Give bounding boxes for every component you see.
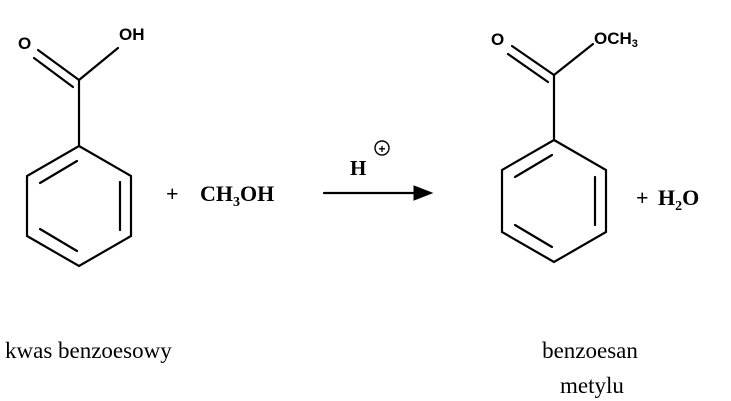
product-name-line2: metylu xyxy=(560,373,624,398)
methanol-tail: OH xyxy=(240,181,274,206)
water-base: H xyxy=(658,185,675,210)
methanol-reagent: + CH3OH xyxy=(166,181,274,210)
methoxy-base: OCH xyxy=(594,29,632,48)
positive-charge-circle xyxy=(374,140,390,156)
methoxy-label: OCH3 xyxy=(594,29,638,50)
methoxy-bond xyxy=(552,42,595,77)
benzoic-acid-structure: O OH xyxy=(18,25,145,268)
reaction-arrow: H + xyxy=(322,140,434,201)
ring-double-bond xyxy=(38,159,79,185)
water-formula: H2O xyxy=(658,185,699,214)
methanol-base: CH xyxy=(200,181,233,206)
reactant-name: kwas benzoesowy xyxy=(5,338,172,363)
plus-sign-water: + xyxy=(636,185,649,210)
methanol-formula: CH3OH xyxy=(200,181,274,210)
ring-double-bond xyxy=(513,223,554,249)
water-subscript: 2 xyxy=(675,199,682,214)
hydroxyl-bond xyxy=(77,46,120,82)
arrow-head xyxy=(413,185,434,201)
benzene-ring-right xyxy=(500,138,608,264)
benzene-ring-left xyxy=(25,144,133,268)
plus-sign: + xyxy=(166,181,179,206)
water-tail: O xyxy=(682,185,699,210)
ring-double-bond xyxy=(513,153,554,179)
methanol-subscript: 3 xyxy=(233,195,240,210)
carbonyl-double-bond xyxy=(506,52,550,84)
methyl-benzoate-structure: O OCH3 xyxy=(491,29,638,264)
hydroxyl-label: OH xyxy=(119,25,145,44)
carbonyl-double-bond xyxy=(36,48,81,82)
methoxy-subscript: 3 xyxy=(632,38,638,50)
carbonyl-double-bond xyxy=(510,44,556,77)
ring-double-bond xyxy=(38,227,79,253)
water-byproduct: + H2O xyxy=(636,185,699,214)
carbonyl-oxygen-label: O xyxy=(18,34,31,53)
product-carbonyl-oxygen-label: O xyxy=(491,30,504,49)
product-name-line1: benzoesan xyxy=(542,338,638,363)
carbonyl-double-bond xyxy=(32,56,75,89)
positive-charge-sign: + xyxy=(378,142,385,156)
catalyst-label: H xyxy=(350,156,366,180)
